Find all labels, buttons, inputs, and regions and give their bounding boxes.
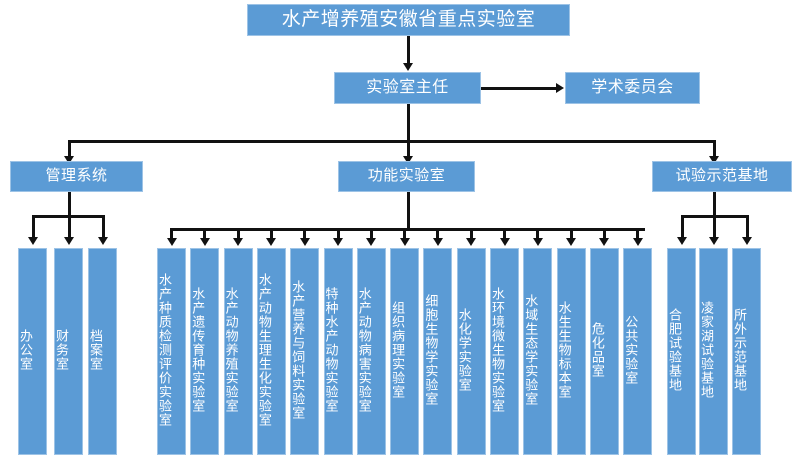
arrowhead-bus-to-labs xyxy=(403,156,413,164)
connector-lab-11 xyxy=(503,228,506,240)
bus-functional-labs xyxy=(170,228,645,231)
connector-mgmt-finance xyxy=(68,215,71,239)
arrowhead-lab-13 xyxy=(566,238,577,246)
connector-lab-3 xyxy=(236,228,240,240)
arrowhead-director-to-committee xyxy=(556,83,564,93)
connector-lab-15 xyxy=(636,228,640,240)
node-demo-bases: 试验示范基地 xyxy=(652,161,792,192)
arrowhead-mgmt-finance xyxy=(64,237,74,245)
connector-base-lingjiahu xyxy=(713,215,716,239)
connector-base-hefei xyxy=(681,215,684,239)
connector-base-external xyxy=(746,215,749,239)
connector-lab-7 xyxy=(369,228,373,240)
arrowhead-mgmt-archive xyxy=(98,237,108,245)
leaf-functional-lab: 水生生物标本室 xyxy=(556,248,586,455)
leaf-functional-lab: 水产种质检测评价实验室 xyxy=(157,248,186,455)
arrowhead-lab-11 xyxy=(499,238,510,246)
arrowhead-lab-1 xyxy=(166,238,177,246)
arrowhead-lab-6 xyxy=(333,238,343,246)
leaf-functional-lab: 水域生态学实验室 xyxy=(523,248,553,455)
arrowhead-bus-to-bases xyxy=(709,156,719,164)
connector-mgmt-drop xyxy=(68,192,71,217)
leaf-functional-lab: 危化品室 xyxy=(589,248,619,455)
arrowhead-lab-10 xyxy=(466,238,477,246)
node-academic-committee: 学术委员会 xyxy=(565,72,700,104)
connector-bus-to-mgmt xyxy=(68,140,71,158)
connector-bus-to-bases xyxy=(713,140,716,158)
connector-lab-6 xyxy=(336,228,340,240)
leaf-functional-lab: 水产遗传育种实验室 xyxy=(190,248,220,455)
connector-lab-4 xyxy=(269,228,273,240)
connector-bus-to-labs xyxy=(407,140,410,158)
leaf-functional-lab: 组织病理实验室 xyxy=(390,248,420,455)
arrowhead-mgmt-office xyxy=(28,237,38,245)
leaf-functional-lab: 水环境微生物实验室 xyxy=(490,248,519,455)
node-lab-director: 实验室主任 xyxy=(334,72,481,104)
arrowhead-base-external xyxy=(742,237,752,245)
leaf-functional-lab: 水产动物生理生化实验室 xyxy=(256,248,286,455)
connector-mgmt-office xyxy=(32,215,35,239)
leaf-functional-lab: 公共实验室 xyxy=(623,248,653,455)
leaf-functional-lab: 细胞生物学实验室 xyxy=(423,248,453,455)
arrowhead-base-lingjiahu xyxy=(709,237,719,245)
connector-lab-9 xyxy=(436,228,440,240)
connector-lab-13 xyxy=(569,228,573,240)
node-root-title: 水产增养殖安徽省重点实验室 xyxy=(247,4,570,36)
connector-lab-8 xyxy=(403,228,407,240)
leaf-functional-lab: 水产营养与饲料实验室 xyxy=(290,248,320,455)
leaf-functional-lab: 水化学实验室 xyxy=(456,248,486,455)
connector-lab-1 xyxy=(170,228,173,240)
arrowhead-lab-3 xyxy=(233,238,244,246)
connector-mgmt-archive xyxy=(102,215,105,239)
arrowhead-lab-9 xyxy=(432,238,443,246)
bus-level3 xyxy=(68,140,716,143)
arrowhead-lab-14 xyxy=(599,238,610,246)
arrowhead-lab-4 xyxy=(266,238,277,246)
leaf-office: 办公室 xyxy=(18,248,47,455)
arrowhead-lab-5 xyxy=(299,238,310,246)
leaf-base-lingjiahu: 凌家湖试验基地 xyxy=(699,248,728,455)
connector-director-to-bus xyxy=(407,104,410,140)
connector-labs-drop xyxy=(407,192,410,230)
node-functional-labs: 功能实验室 xyxy=(338,161,475,192)
connector-lab-14 xyxy=(602,228,606,240)
leaf-base-hefei: 合肥试验基地 xyxy=(667,248,696,455)
connector-root-to-director xyxy=(407,36,410,65)
leaf-finance: 财务室 xyxy=(54,248,83,455)
arrowhead-lab-8 xyxy=(399,238,410,246)
node-management-system: 管理系统 xyxy=(10,161,143,192)
arrowhead-lab-12 xyxy=(532,238,543,246)
arrowhead-base-hefei xyxy=(677,237,687,245)
leaf-archive: 档案室 xyxy=(88,248,117,455)
connector-lab-12 xyxy=(536,228,540,240)
arrowhead-root-to-director xyxy=(403,63,413,71)
arrowhead-lab-15 xyxy=(632,238,643,246)
leaf-functional-lab: 水产动物养殖实验室 xyxy=(223,248,253,455)
connector-bases-drop xyxy=(713,192,716,217)
connector-director-to-committee xyxy=(481,87,558,90)
arrowhead-lab-7 xyxy=(366,238,377,246)
connector-lab-2 xyxy=(203,228,207,240)
leaf-base-external: 所外示范基地 xyxy=(732,248,761,455)
arrowhead-lab-2 xyxy=(199,238,210,246)
leaf-functional-lab: 特种水产动物实验室 xyxy=(323,248,353,455)
connector-lab-10 xyxy=(469,228,473,240)
arrowhead-bus-to-mgmt xyxy=(64,156,74,164)
connector-lab-5 xyxy=(303,228,307,240)
leaf-functional-lab: 水产动物病害实验室 xyxy=(356,248,386,455)
